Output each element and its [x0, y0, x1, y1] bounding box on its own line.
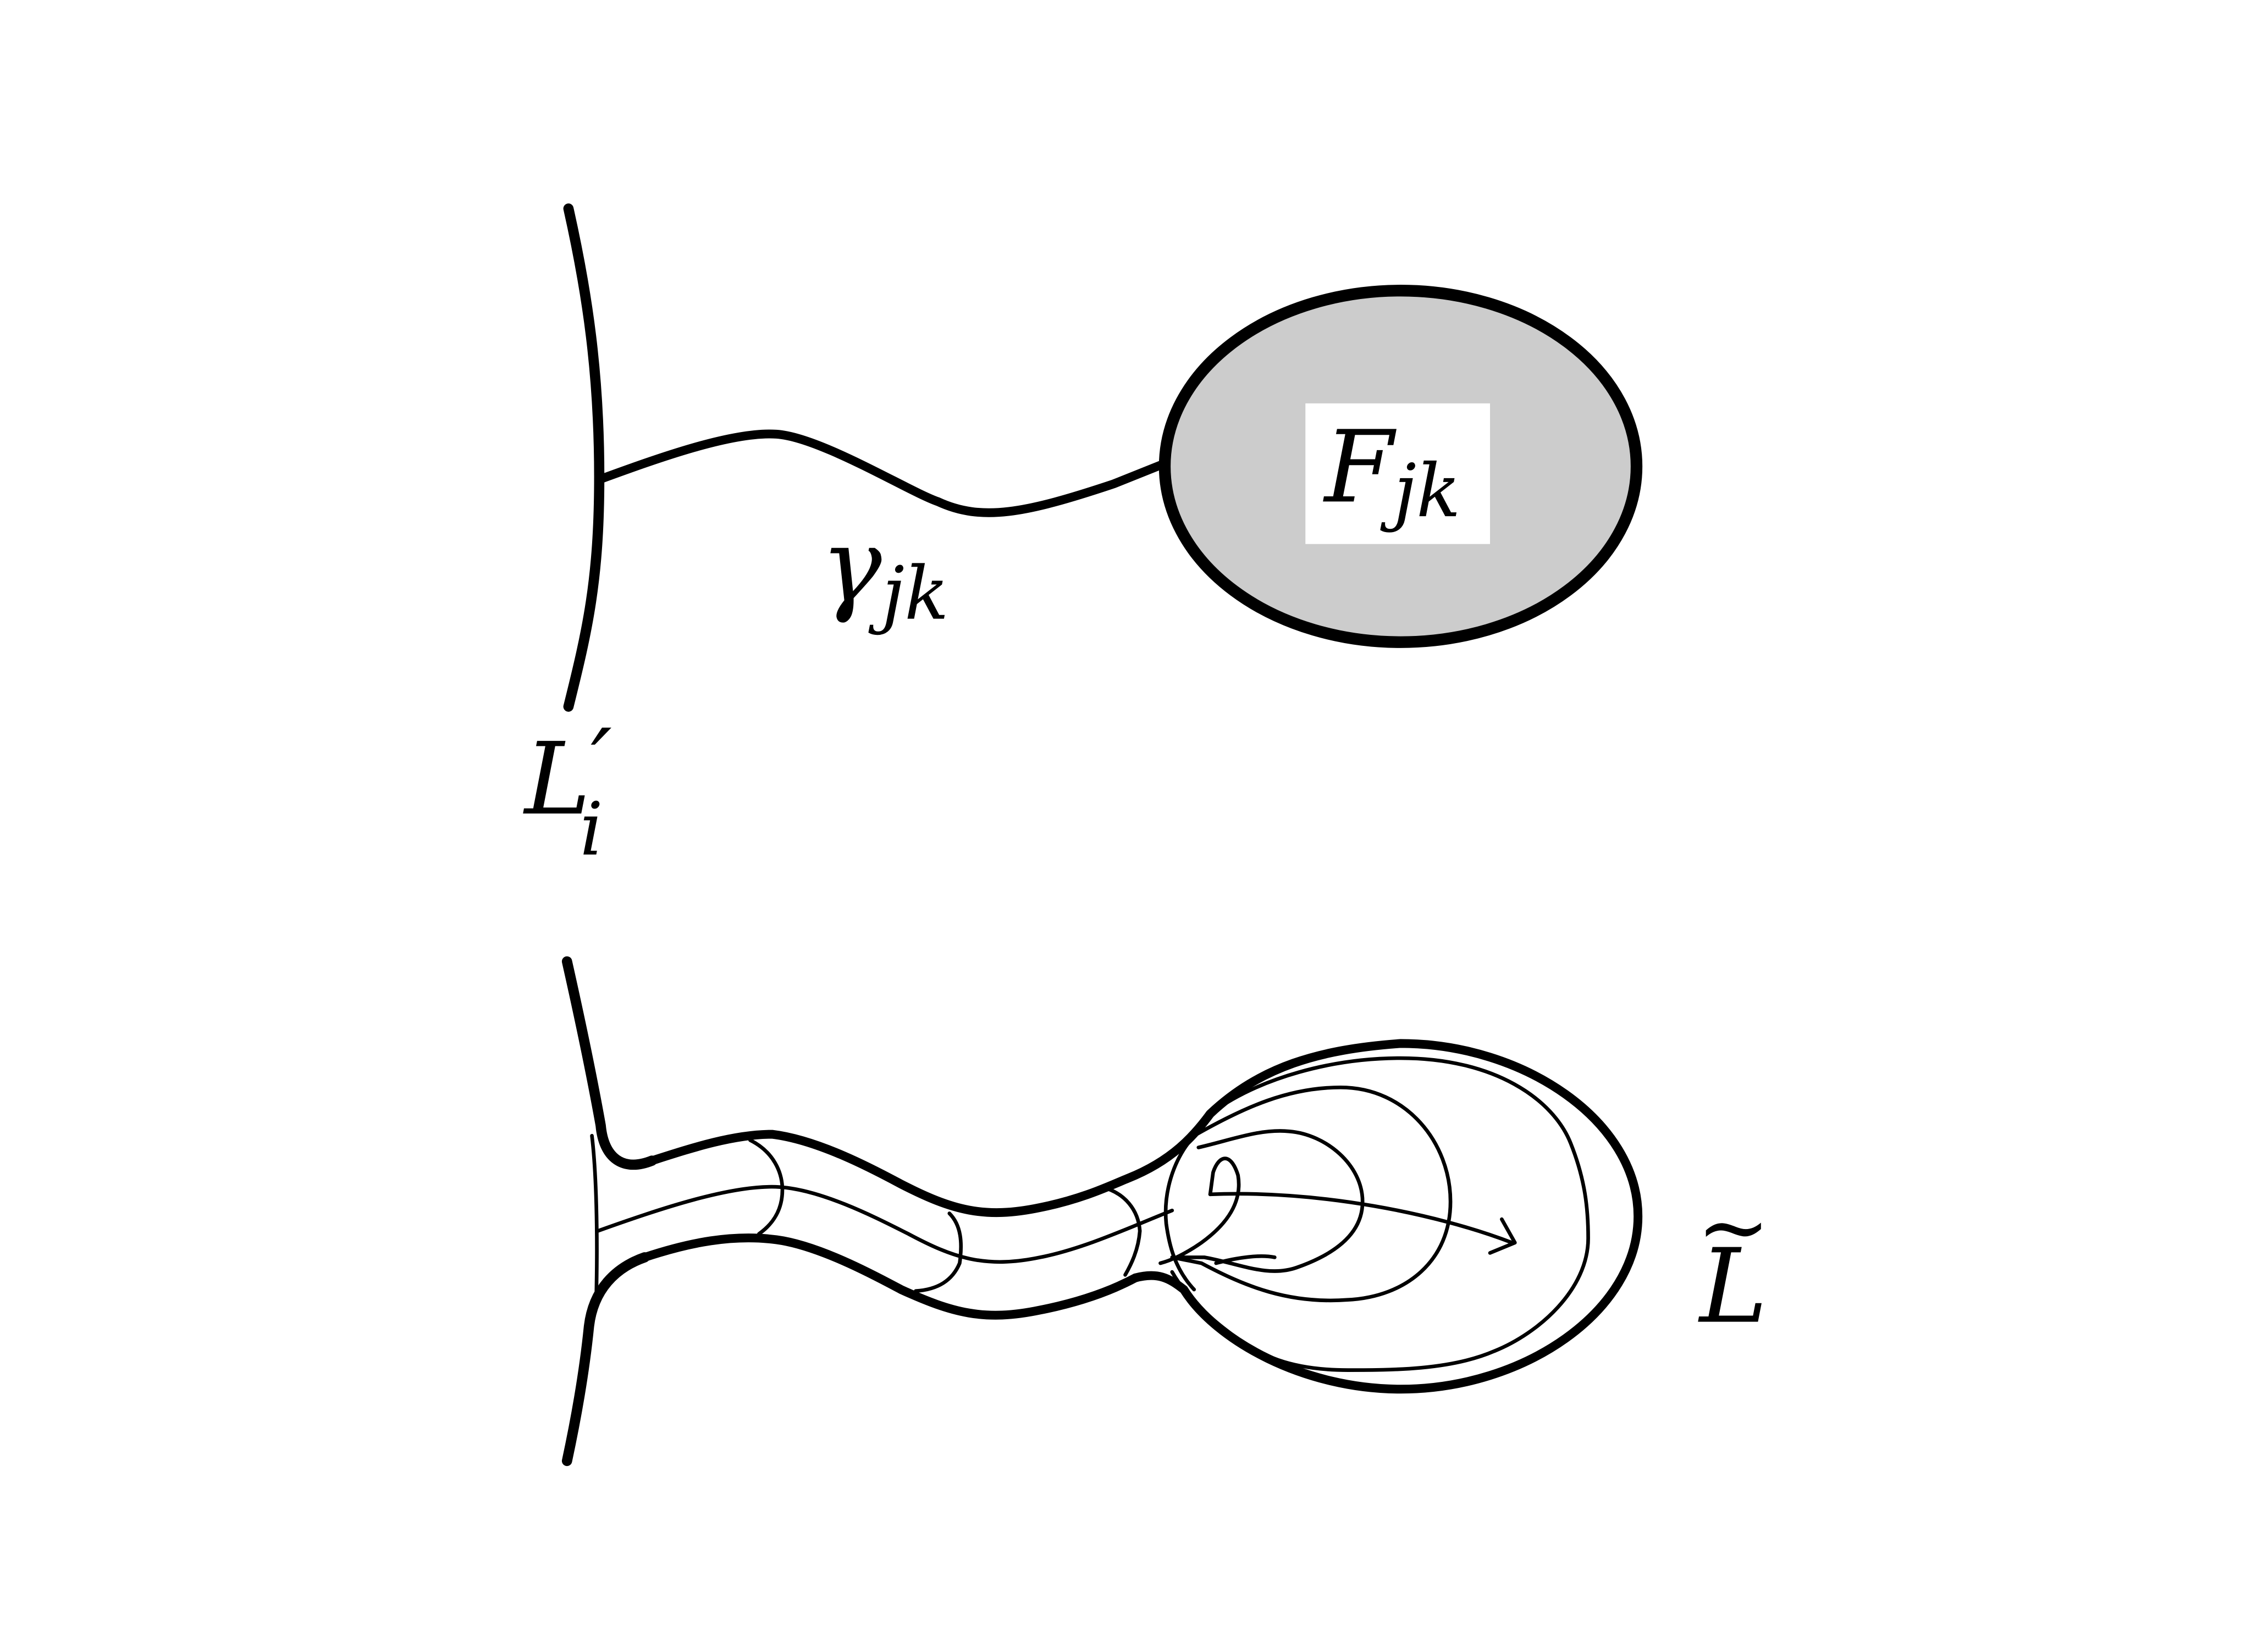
- disk-label-box: [1305, 403, 1491, 544]
- disk-loop-inner: [1158, 1156, 1241, 1265]
- leaf-label-subscript: i: [580, 787, 603, 872]
- disk-loop-4: [1214, 1254, 1277, 1265]
- leaf-label-base: L: [523, 721, 591, 837]
- arc-label-base: γ: [820, 506, 882, 626]
- result-label-accent: ~: [1697, 1176, 1770, 1278]
- band-meridian-1: [748, 1138, 785, 1236]
- top-panel: [563, 203, 1643, 712]
- leaf-inner-segment: [590, 1133, 599, 1299]
- leaf-curve-bottom-lower: [561, 1252, 650, 1467]
- disk-label: Fjk: [1323, 409, 1461, 534]
- leaf-curve-bottom-upper: [561, 956, 658, 1170]
- disk-loop-outer: [1170, 1056, 1590, 1372]
- disk-arrow-head: [1488, 1217, 1517, 1255]
- bottom-panel: [561, 956, 1643, 1467]
- band-lower-boundary: [640, 1233, 1140, 1320]
- band-meridian-3: [1100, 1185, 1142, 1277]
- arc-label: γjk: [820, 506, 949, 637]
- arc-label-subscript: jk: [868, 551, 949, 637]
- disk-label-base: F: [1323, 409, 1397, 525]
- band-upper-boundary: [647, 1039, 1643, 1394]
- result-label: L: [1698, 1227, 1768, 1346]
- leaf-label-prime: ′: [591, 710, 612, 818]
- arc-gamma-jk: [594, 429, 1177, 517]
- disk-loop-2: [1170, 1085, 1453, 1303]
- leaf-label: L′i: [523, 710, 612, 872]
- disk-loop-3: [1177, 1129, 1365, 1273]
- disk-arrow-shaft: [1208, 1192, 1514, 1245]
- result-label-base: L: [1698, 1227, 1768, 1346]
- band-core-line: [595, 1185, 1174, 1264]
- band-meridian-2: [914, 1211, 963, 1293]
- disk-label-subscript: jk: [1380, 449, 1461, 534]
- leaf-curve-top: [563, 203, 605, 712]
- disk-meridian: [1163, 1133, 1196, 1292]
